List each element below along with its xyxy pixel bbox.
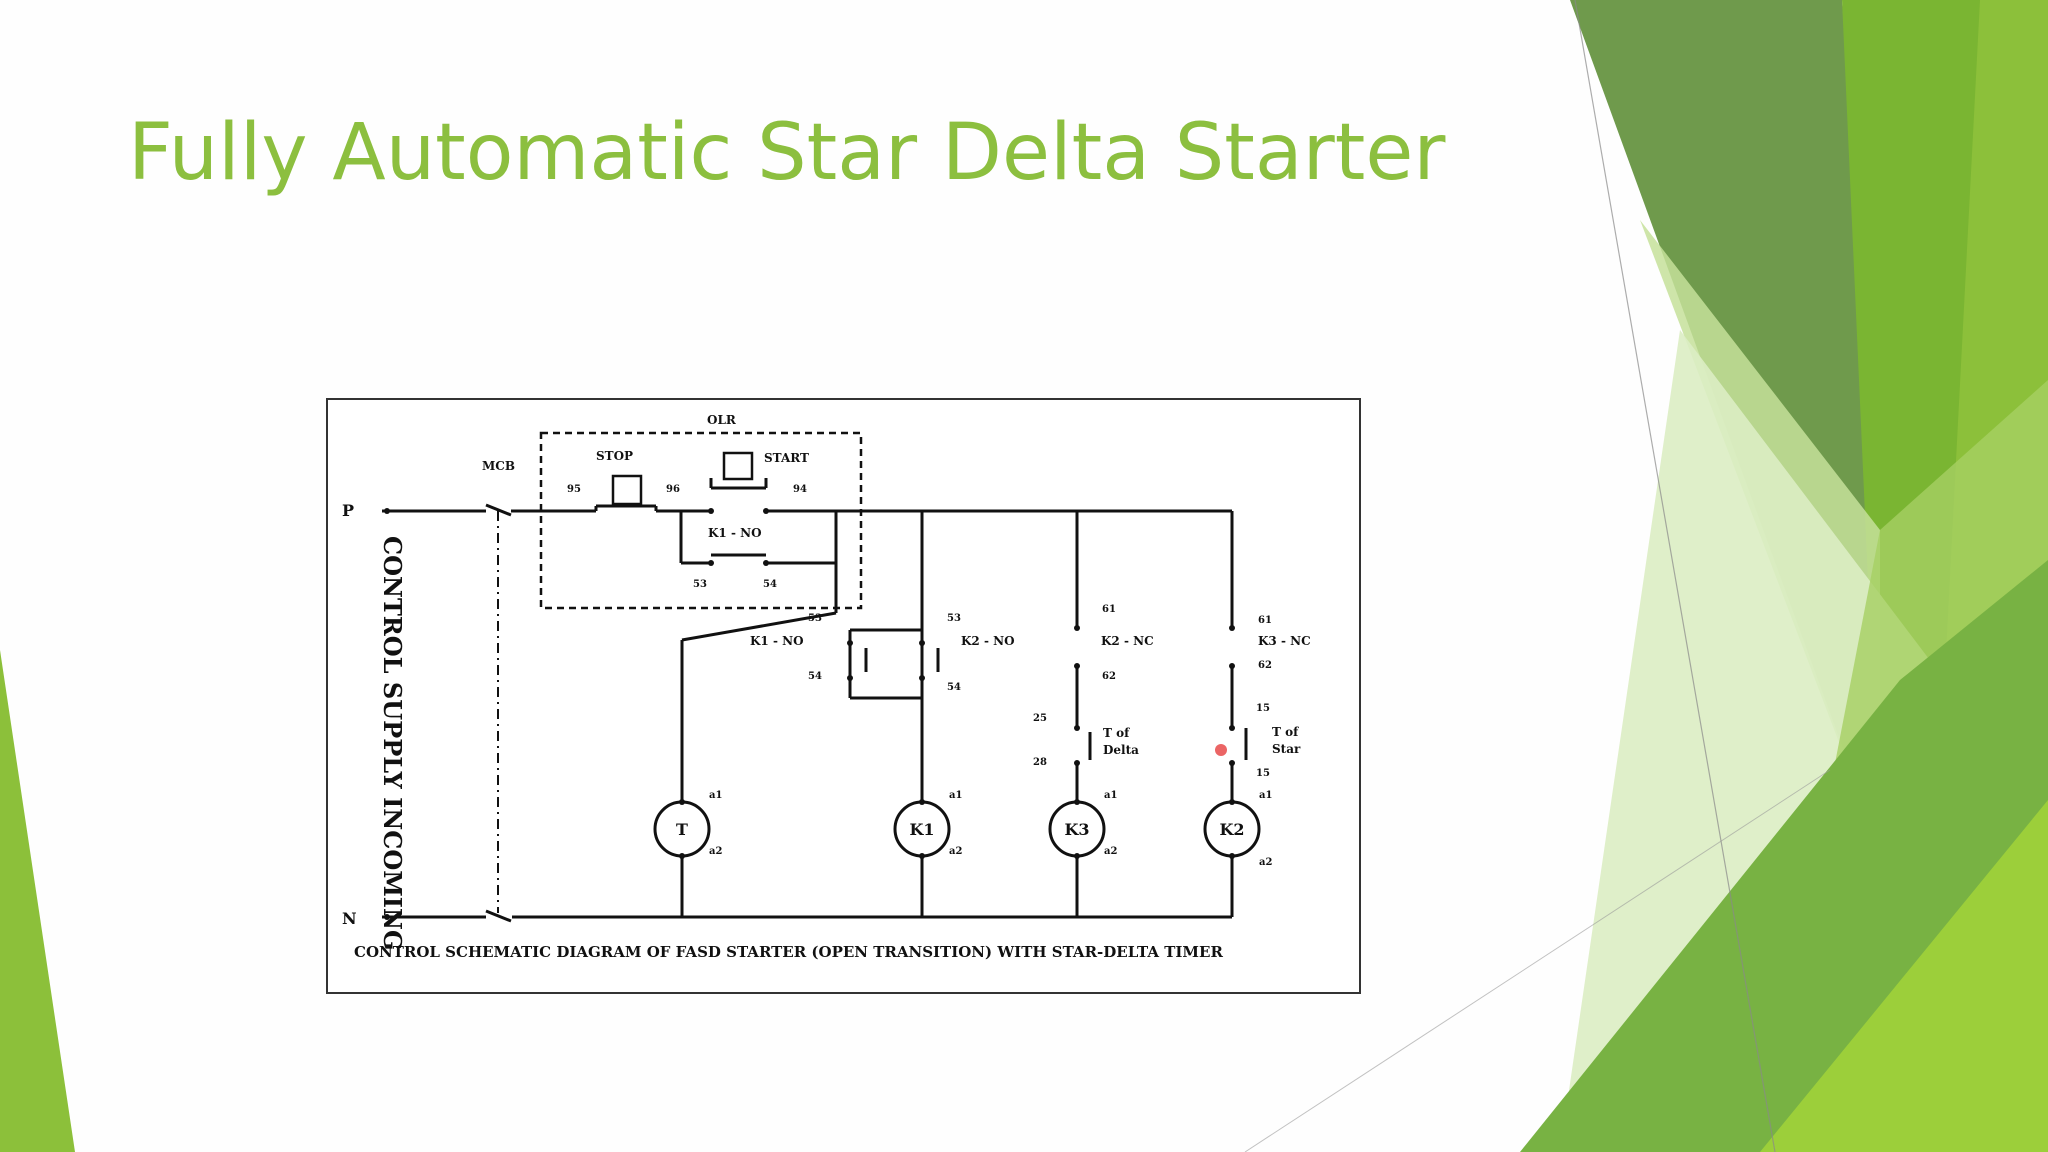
t-of-star-line1: T of	[1272, 725, 1299, 739]
terminal-dot	[679, 853, 685, 859]
terminal-dot	[919, 675, 925, 681]
coil-k2-a1: a1	[1259, 790, 1272, 801]
k2-no-label: K2 - NO	[961, 634, 1015, 648]
coil-k1-a1: a1	[949, 790, 962, 801]
terminal-15a: 15	[1256, 703, 1270, 714]
t-of-delta-line1: T of	[1103, 726, 1130, 740]
facet-lightest	[1560, 330, 1960, 1152]
olr-label: OLR	[707, 413, 737, 427]
coil-k3-a2: a2	[1104, 846, 1117, 857]
schematic-diagram: CONTROL SUPPLY INCOMING P N MCB OLR STOP…	[326, 398, 1361, 994]
terminal-dot	[1074, 625, 1080, 631]
rail-label-n: N	[342, 909, 357, 928]
terminal-54b: 54	[808, 671, 822, 682]
terminal-dot	[1074, 799, 1080, 805]
olr-box	[539, 431, 863, 610]
terminal-61a: 61	[1102, 604, 1116, 615]
terminal-dot	[763, 560, 769, 566]
k2-nc-label: K2 - NC	[1101, 634, 1154, 648]
terminal-dot	[384, 914, 390, 920]
stop-label: STOP	[596, 449, 633, 463]
terminal-dot	[763, 508, 769, 514]
terminal-95: 95	[567, 484, 581, 495]
coil-t-a1: a1	[709, 790, 722, 801]
terminal-61b: 61	[1258, 615, 1272, 626]
t-of-star-line2: Star	[1272, 742, 1301, 756]
terminal-53c: 53	[947, 613, 961, 624]
terminal-28a: 28	[1033, 757, 1047, 768]
coil-k2-a2: a2	[1259, 857, 1272, 868]
rail-label-p: P	[342, 501, 354, 520]
terminal-dot	[708, 560, 714, 566]
cursor-pointer-marker	[1215, 744, 1227, 756]
terminal-dot	[1229, 663, 1235, 669]
facet-yellowgreen	[1760, 800, 2048, 1152]
start-button	[722, 451, 754, 481]
left-wedge	[0, 650, 75, 1152]
terminal-54a: 54	[763, 579, 777, 590]
coil-k1-label: K1	[909, 820, 934, 839]
coil-k3-a1: a1	[1104, 790, 1117, 801]
coil-k2-label: K2	[1219, 820, 1244, 839]
terminal-96: 96	[666, 484, 680, 495]
terminal-dot	[1229, 853, 1235, 859]
t-of-delta-line2: Delta	[1103, 743, 1139, 757]
terminal-dot	[1074, 760, 1080, 766]
terminal-dot	[919, 853, 925, 859]
terminal-62a: 62	[1102, 671, 1116, 682]
coil-t-label: T	[676, 820, 688, 839]
coil-k1-a2: a2	[949, 846, 962, 857]
terminal-53a: 53	[693, 579, 707, 590]
terminal-54c: 54	[947, 682, 961, 693]
slide-title: Fully Automatic Star Delta Starter	[128, 108, 1446, 198]
terminal-dot	[847, 675, 853, 681]
terminal-dot	[1229, 625, 1235, 631]
mcb-switch-n	[485, 909, 512, 923]
coil-k3-label: K3	[1064, 820, 1089, 839]
terminal-dot	[847, 640, 853, 646]
terminal-dot	[679, 799, 685, 805]
terminal-dot	[1229, 799, 1235, 805]
start-label: START	[764, 451, 809, 465]
terminal-dot	[1074, 853, 1080, 859]
facet-line	[1574, 0, 1776, 1152]
terminal-15b: 15	[1256, 768, 1270, 779]
diagram-caption: CONTROL SCHEMATIC DIAGRAM OF FASD STARTE…	[354, 943, 1223, 961]
terminal-25a: 25	[1033, 713, 1047, 724]
terminal-62b: 62	[1258, 660, 1272, 671]
terminal-dot	[919, 640, 925, 646]
diagram-frame	[326, 398, 1361, 994]
k3-nc-label: K3 - NC	[1258, 634, 1311, 648]
side-label: CONTROL SUPPLY INCOMING	[378, 536, 407, 950]
terminal-dot	[1074, 663, 1080, 669]
facet-line	[1244, 769, 1831, 1152]
mcb-label: MCB	[482, 459, 515, 473]
terminal-dot	[708, 508, 714, 514]
stop-button	[611, 474, 643, 506]
terminal-dot	[919, 799, 925, 805]
terminal-94: 94	[793, 484, 807, 495]
terminal-dot	[1074, 725, 1080, 731]
crossover-wire	[681, 611, 837, 642]
k1-no-hold-label: K1 - NO	[708, 526, 762, 540]
terminal-dot	[1229, 725, 1235, 731]
coil-k3: K3 a1 a2	[1048, 790, 1117, 858]
k1-no-label: K1 - NO	[750, 634, 804, 648]
terminal-dot	[384, 508, 390, 514]
terminal-dot	[1229, 760, 1235, 766]
coil-t-a2: a2	[709, 846, 722, 857]
mcb-switch-p	[485, 503, 512, 517]
terminal-53b: 53	[808, 613, 822, 624]
